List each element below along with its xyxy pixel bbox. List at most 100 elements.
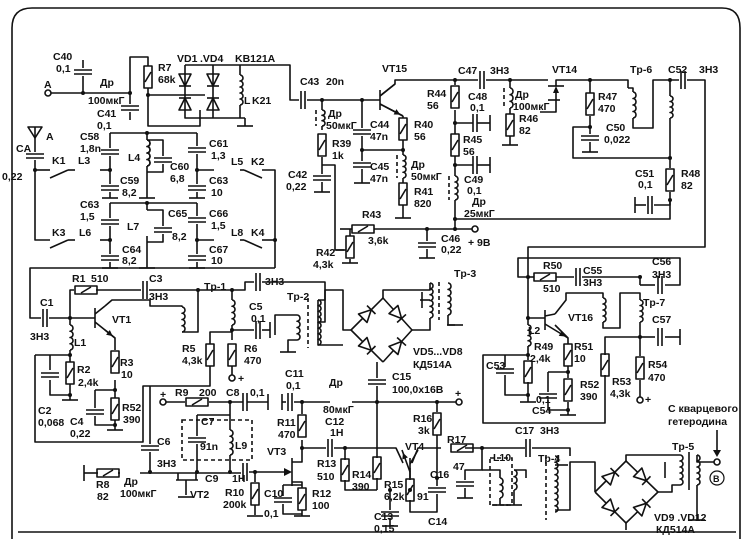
resistor-mark <box>318 139 326 151</box>
wire <box>274 314 297 335</box>
resistor-r54 <box>635 356 645 380</box>
label-dr5-value: 100мкГ <box>513 101 550 113</box>
label-c7-value: 91n <box>200 441 218 453</box>
label-r5-value: 4,3k <box>182 355 203 367</box>
junction-dot <box>360 148 364 152</box>
label-vt14: VT14 <box>552 64 577 76</box>
label-r12-name: R12 <box>312 488 331 500</box>
label-plus1: + <box>238 373 244 385</box>
diode-triangle <box>206 97 220 111</box>
wire <box>147 234 164 243</box>
capacitor-plates <box>101 185 119 191</box>
capacitor-plates <box>472 114 478 132</box>
resistor-mark <box>451 91 459 103</box>
label-r12-value: 100 <box>312 500 330 512</box>
label-r17-value: 47 <box>453 461 465 473</box>
capacitor-plates <box>313 175 331 181</box>
resistor-mark <box>564 384 572 396</box>
capacitor-plates <box>647 196 653 214</box>
wire <box>625 454 680 461</box>
capacitor-c12 <box>327 439 333 457</box>
transistor-collector <box>544 313 556 317</box>
inductor-coil <box>499 477 504 499</box>
capacitor-c9 <box>242 463 248 481</box>
switch-right <box>243 239 263 249</box>
junction-dot <box>68 393 72 397</box>
transformer-tp7-secondary <box>602 297 607 323</box>
resistor-body <box>297 487 307 511</box>
label-r14-value: 390 <box>352 481 370 493</box>
capacitor-c55 <box>575 268 581 286</box>
junction-dot <box>588 125 592 129</box>
label-plus3: + <box>455 388 461 400</box>
label-tp1: Tp-1 <box>204 281 226 293</box>
junction-dot <box>273 238 277 242</box>
capacitor-plates <box>188 185 206 191</box>
inductor-l2 <box>527 324 532 347</box>
capacitor-plates <box>41 372 59 378</box>
label-c58-name: C58 <box>80 131 99 143</box>
label-r14-name: R14 <box>352 469 371 481</box>
label-c9-value: 1H <box>232 473 245 485</box>
label-c41-value: 0,1 <box>97 120 112 132</box>
capacitor-top-right <box>188 217 206 223</box>
resistor-r11 <box>297 414 307 438</box>
label-c59-value: 8,2 <box>122 187 137 199</box>
label-c40-value: 0,1 <box>56 63 71 75</box>
label-c48-value: 0,1 <box>470 102 485 114</box>
label-r8-name: R8 <box>96 479 110 491</box>
diode-triangle <box>206 73 220 87</box>
wire <box>572 126 670 159</box>
transformer-tp4-secondary <box>554 455 559 513</box>
label-tp6: Tp-6 <box>630 64 652 76</box>
label-r7-name: R7 <box>158 62 172 74</box>
label-r51-name: R51 <box>574 341 593 353</box>
wire <box>147 164 164 173</box>
varicap-vd2 <box>178 97 192 111</box>
wire <box>602 292 641 329</box>
wire <box>147 209 164 226</box>
junction-dot <box>526 353 530 357</box>
wire <box>555 461 596 511</box>
label-c49-name: C49 <box>464 174 483 186</box>
resistor-body <box>96 468 120 478</box>
label-quartz-name: С кварцевого <box>668 403 738 415</box>
label-r52a-value: 390 <box>123 414 141 426</box>
resistor-body <box>317 133 327 157</box>
switch-right <box>243 169 263 179</box>
wire <box>129 56 149 93</box>
label-r1-value: 510 <box>91 273 109 285</box>
resistor-body <box>585 92 595 116</box>
label-dr4-value: 25мкГ <box>464 208 495 220</box>
junction-dot <box>388 488 392 492</box>
junction-dot <box>668 156 672 160</box>
resistor-body <box>450 133 460 157</box>
capacitor-plates <box>657 328 663 346</box>
antenna-triangle <box>27 126 43 139</box>
resistor-body <box>74 285 98 295</box>
resistor-r49 <box>523 360 533 384</box>
wire <box>34 160 50 241</box>
capacitor-parallel <box>154 157 172 163</box>
label-r45-name: R45 <box>463 134 482 146</box>
inductor-coil <box>509 87 514 109</box>
junction-dot <box>230 328 234 332</box>
resistor-mark <box>357 225 369 233</box>
resistor-r5 <box>205 343 215 367</box>
label-c56-name: C56 <box>652 256 671 268</box>
varicap-vd1 <box>178 73 192 87</box>
capacitor-ca <box>26 153 44 159</box>
resistor-mark <box>564 349 572 361</box>
resistor-body <box>533 272 557 282</box>
resistor-r39 <box>317 133 327 157</box>
capacitor-c44 <box>353 129 371 135</box>
wire <box>547 400 568 411</box>
varicap-vd3 <box>206 73 220 87</box>
wire <box>527 79 706 318</box>
label-l5: L5 <box>231 156 243 168</box>
transformer-tp3-secondary <box>447 282 452 316</box>
resistor-body <box>110 350 120 374</box>
resistor-r17 <box>450 443 474 453</box>
shield-box-l10 <box>489 457 513 506</box>
capacitor-c47 <box>479 71 485 89</box>
